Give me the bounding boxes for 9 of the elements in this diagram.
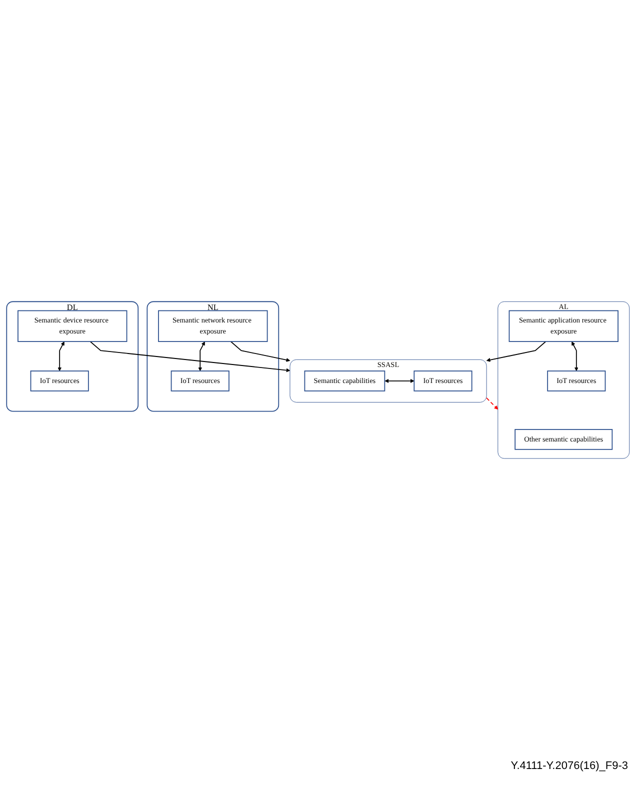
arrow xyxy=(90,341,290,372)
arrow xyxy=(230,341,290,362)
arrow xyxy=(384,378,414,383)
arrow xyxy=(486,341,546,362)
arrow xyxy=(58,341,64,372)
arrow xyxy=(572,341,578,372)
arrow xyxy=(486,397,498,410)
figure-number: Y.4111-Y.2076(16)_F9-3 xyxy=(510,760,629,772)
arrow xyxy=(198,341,205,372)
